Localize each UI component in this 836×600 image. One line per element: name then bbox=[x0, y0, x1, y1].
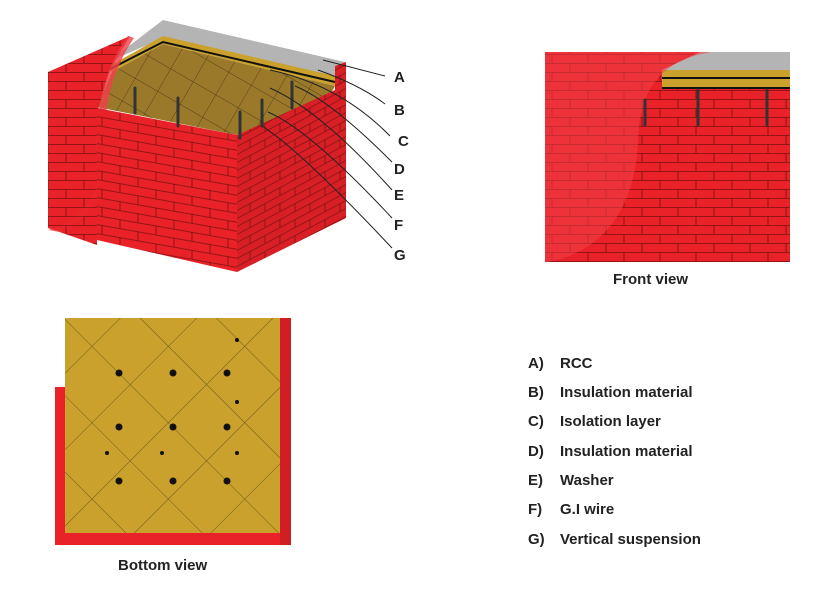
legend-item: D) Insulation material bbox=[528, 443, 693, 460]
callout-e: E bbox=[394, 187, 404, 204]
legend-label: RCC bbox=[560, 355, 593, 372]
legend-key: D) bbox=[528, 443, 544, 460]
bottom-view bbox=[55, 318, 291, 545]
legend-key: E) bbox=[528, 472, 543, 489]
right-wall bbox=[237, 62, 346, 272]
vertical-suspensions bbox=[133, 80, 294, 140]
legend-key: G) bbox=[528, 531, 545, 548]
front-view-caption: Front view bbox=[613, 271, 689, 288]
callout-g: G bbox=[394, 247, 406, 264]
washers bbox=[105, 338, 239, 485]
legend-key: B) bbox=[528, 384, 544, 401]
legend-item: B) Insulation material bbox=[528, 384, 693, 401]
legend-label: Vertical suspension bbox=[560, 531, 701, 548]
front-view-cutaway-curve bbox=[545, 52, 712, 262]
front-view bbox=[545, 52, 790, 262]
callout-f: F bbox=[394, 217, 403, 234]
isolation-layer-line bbox=[107, 40, 336, 83]
insulation-ceiling bbox=[97, 44, 335, 135]
legend-item: C) Isolation layer bbox=[528, 413, 661, 430]
bottom-view-caption: Bottom view bbox=[118, 557, 208, 574]
legend-item: G) Vertical suspension bbox=[528, 531, 701, 548]
legend-item: E) Washer bbox=[528, 472, 614, 489]
front-wall bbox=[97, 108, 237, 272]
front-view-rcc bbox=[662, 52, 790, 70]
legend-label: G.I wire bbox=[560, 501, 615, 518]
legend-label: Isolation layer bbox=[560, 413, 661, 430]
legend-key: A) bbox=[528, 355, 544, 372]
callout-lines bbox=[261, 59, 393, 249]
legend-key: C) bbox=[528, 413, 544, 430]
legend-label: Washer bbox=[560, 472, 614, 489]
legend-label: Insulation material bbox=[560, 384, 693, 401]
front-wall-left bbox=[48, 140, 97, 240]
legend-key: F) bbox=[528, 501, 543, 518]
callout-c: C bbox=[398, 133, 409, 150]
callout-labels: A B C D E F G bbox=[394, 69, 409, 264]
callout-d: D bbox=[394, 161, 405, 178]
legend-label: Insulation material bbox=[560, 443, 693, 460]
callout-b: B bbox=[394, 102, 405, 119]
legend-item: A) RCC bbox=[528, 355, 593, 372]
callout-a: A bbox=[394, 69, 405, 86]
legend-item: F) G.I wire bbox=[528, 501, 614, 518]
isometric-model bbox=[48, 20, 346, 272]
